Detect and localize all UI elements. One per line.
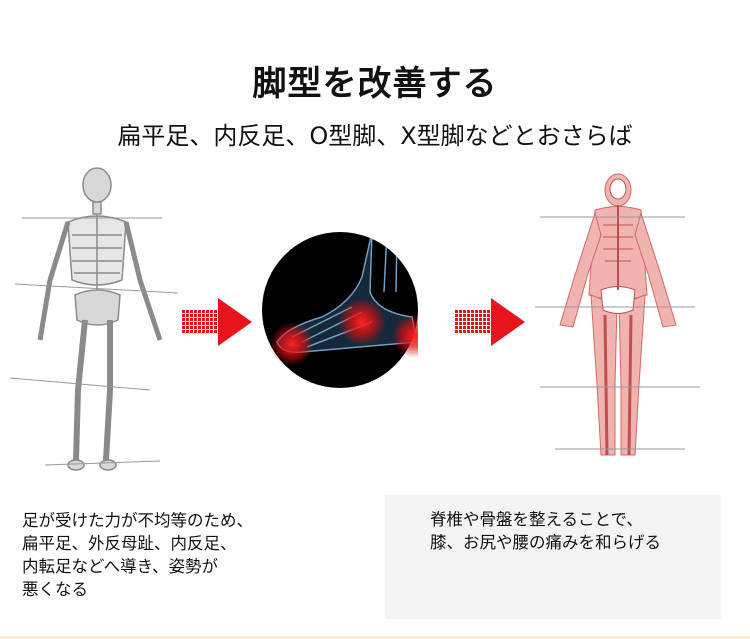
left-caption: 足が受けた力が不均等のため、 扁平足、外反母趾、内反足、 内転足などへ導き、姿勢… xyxy=(22,509,253,601)
right-caption: 脊椎や骨盤を整えることで、 膝、お尻や腰の痛みを和らげる xyxy=(430,508,661,554)
arrow-right-icon xyxy=(182,298,252,346)
caption-line: 扁平足、外反母趾、内反足、 xyxy=(22,534,237,553)
skeleton-misaligned-icon xyxy=(9,167,179,471)
page-subtitle: 扁平足、内反足、O型脚、X型脚などとおさらば xyxy=(117,122,633,150)
caption-line: 脊椎や骨盤を整えることで、 xyxy=(430,510,643,529)
foot-xray-pain-icon xyxy=(262,232,418,388)
caption-line: 足が受けた力が不均等のため、 xyxy=(22,511,253,530)
page-title: 脚型を改善する xyxy=(252,64,498,104)
caption-line: 内転足などへ導き、姿勢が xyxy=(22,557,219,576)
arrow-right-icon xyxy=(455,298,525,346)
divider xyxy=(0,636,750,639)
caption-line: 悪くなる xyxy=(22,580,88,599)
skeleton-aligned-icon xyxy=(535,173,700,456)
caption-line: 膝、お尻や腰の痛みを和らげる xyxy=(430,533,661,552)
right-caption-box xyxy=(385,495,721,619)
